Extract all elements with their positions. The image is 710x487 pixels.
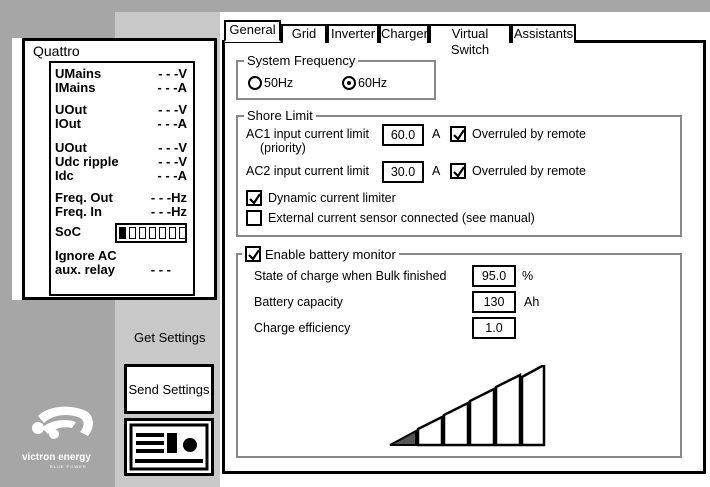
shore-limit-group: Shore Limit AC1 input current limit (pri… <box>236 108 682 237</box>
ac2-unit: A <box>432 164 441 178</box>
victron-logo-icon <box>32 406 93 439</box>
reading-value: - - - <box>150 262 171 277</box>
reading-value: - - -Hz <box>150 190 187 205</box>
reading-label: SoC <box>55 224 81 239</box>
ac1-unit: A <box>432 127 441 141</box>
reading-label: IOut <box>55 116 81 131</box>
dynamic-limiter-checkbox[interactable] <box>246 190 262 206</box>
battery-monitor-group: Enable battery monitor State of charge w… <box>236 246 682 458</box>
system-frequency-group: System Frequency 50Hz 60Hz <box>236 53 436 100</box>
reading-label: UOut <box>55 102 87 117</box>
reading-label: UOut <box>55 140 87 155</box>
ac2-limit-input[interactable]: 30.0 <box>382 161 424 183</box>
soc-cell <box>149 227 156 239</box>
shore-limit-title: Shore Limit <box>244 108 316 123</box>
reading-label: IMains <box>55 80 96 95</box>
dynamic-limiter-label: Dynamic current limiter <box>268 191 396 205</box>
soc-cell <box>119 227 126 239</box>
quattro-status-panel: Quattro UMains - - -V IMains - - -A UOut… <box>22 38 217 300</box>
external-sensor-label: External current sensor connected (see m… <box>268 211 535 225</box>
soc-cell <box>169 227 176 239</box>
system-frequency-title: System Frequency <box>244 53 359 68</box>
send-settings-label: Send Settings <box>128 381 210 397</box>
checkmark-icon <box>249 193 261 205</box>
soc-cell <box>129 227 136 239</box>
battery-capacity-unit: Ah <box>524 295 540 309</box>
ac1-overruled-checkbox[interactable] <box>450 126 466 142</box>
send-settings-button[interactable]: Send Settings <box>124 364 214 414</box>
reading-value: - - -A <box>157 116 187 131</box>
reading-value: - - -V <box>158 140 187 155</box>
get-settings-button[interactable]: Get Settings <box>134 330 206 345</box>
logo-brand-text: victron energy <box>22 452 91 463</box>
battery-monitor-title: Enable battery monitor <box>265 246 396 262</box>
ac1-limit-input[interactable]: 60.0 <box>382 124 424 146</box>
radio-60hz[interactable] <box>342 76 356 90</box>
tab-charger[interactable]: Charger <box>379 24 429 43</box>
charge-efficiency-label: Charge efficiency <box>254 321 351 335</box>
checkmark-icon <box>453 129 465 141</box>
reading-value: - - -V <box>158 102 187 117</box>
battery-monitor-header: Enable battery monitor <box>242 246 399 262</box>
battery-capacity-input[interactable]: 130 <box>472 291 516 313</box>
reading-label: Freq. Out <box>55 190 113 205</box>
device-icon <box>129 423 209 471</box>
ac2-overruled-checkbox[interactable] <box>450 163 466 179</box>
battery-monitor-checkbox[interactable] <box>245 246 261 262</box>
logo-tagline: BLUE POWER <box>50 464 87 469</box>
ac1-priority-label: (priority) <box>260 141 306 155</box>
reading-label: Ignore AC <box>55 248 117 263</box>
radio-60hz-label: 60Hz <box>358 76 388 90</box>
reading-label: UMains <box>55 66 102 81</box>
reading-label: Udc ripple <box>55 154 119 169</box>
reading-value: - - -A <box>157 168 187 183</box>
logo-area <box>12 300 115 487</box>
external-sensor-checkbox[interactable] <box>246 210 262 226</box>
radio-50hz-label: 50Hz <box>264 76 294 90</box>
checkmark-icon <box>453 166 465 178</box>
soc-bulk-input[interactable]: 95.0 <box>472 265 516 287</box>
ac2-overruled-label: Overruled by remote <box>472 164 586 178</box>
signal-strength-icon <box>389 365 546 447</box>
reading-value: - - -A <box>157 80 187 95</box>
tab-virtual-switch[interactable]: Virtual Switch <box>429 24 511 57</box>
reading-label: Freq. In <box>55 204 102 219</box>
reading-value: - - -V <box>158 154 187 169</box>
ac2-limit-label: AC2 input current limit <box>246 164 369 178</box>
left-border <box>0 12 12 487</box>
soc-cell <box>159 227 166 239</box>
soc-bulk-unit: % <box>522 269 534 283</box>
soc-cell <box>139 227 146 239</box>
reading-value: - - -Hz <box>150 204 187 219</box>
tab-assistants[interactable]: Assistants <box>511 24 576 43</box>
quattro-readings: UMains - - -V IMains - - -A UOut - - -V … <box>49 61 195 296</box>
ac1-limit-label: AC1 input current limit <box>246 127 369 141</box>
soc-bulk-label: State of charge when Bulk finished <box>254 269 447 283</box>
radio-selected-dot <box>347 81 351 85</box>
battery-capacity-label: Battery capacity <box>254 295 343 309</box>
checkmark-icon <box>248 249 260 261</box>
reading-value: - - -V <box>158 66 187 81</box>
ac1-overruled-label: Overruled by remote <box>472 127 586 141</box>
soc-indicator <box>115 223 187 243</box>
device-image-button[interactable] <box>124 418 214 476</box>
radio-50hz[interactable] <box>248 76 262 90</box>
tab-general[interactable]: General <box>224 20 281 42</box>
left-upper-fill <box>12 12 115 38</box>
quattro-title: Quattro <box>33 43 80 59</box>
reading-label: aux. relay <box>55 262 115 277</box>
get-settings-label: Get Settings <box>134 330 206 345</box>
soc-cell <box>179 227 186 239</box>
tab-inverter[interactable]: Inverter <box>327 24 379 43</box>
top-border <box>0 0 710 12</box>
tab-grid[interactable]: Grid <box>281 24 327 43</box>
reading-label: Idc <box>55 168 74 183</box>
charge-efficiency-input[interactable]: 1.0 <box>472 317 516 339</box>
